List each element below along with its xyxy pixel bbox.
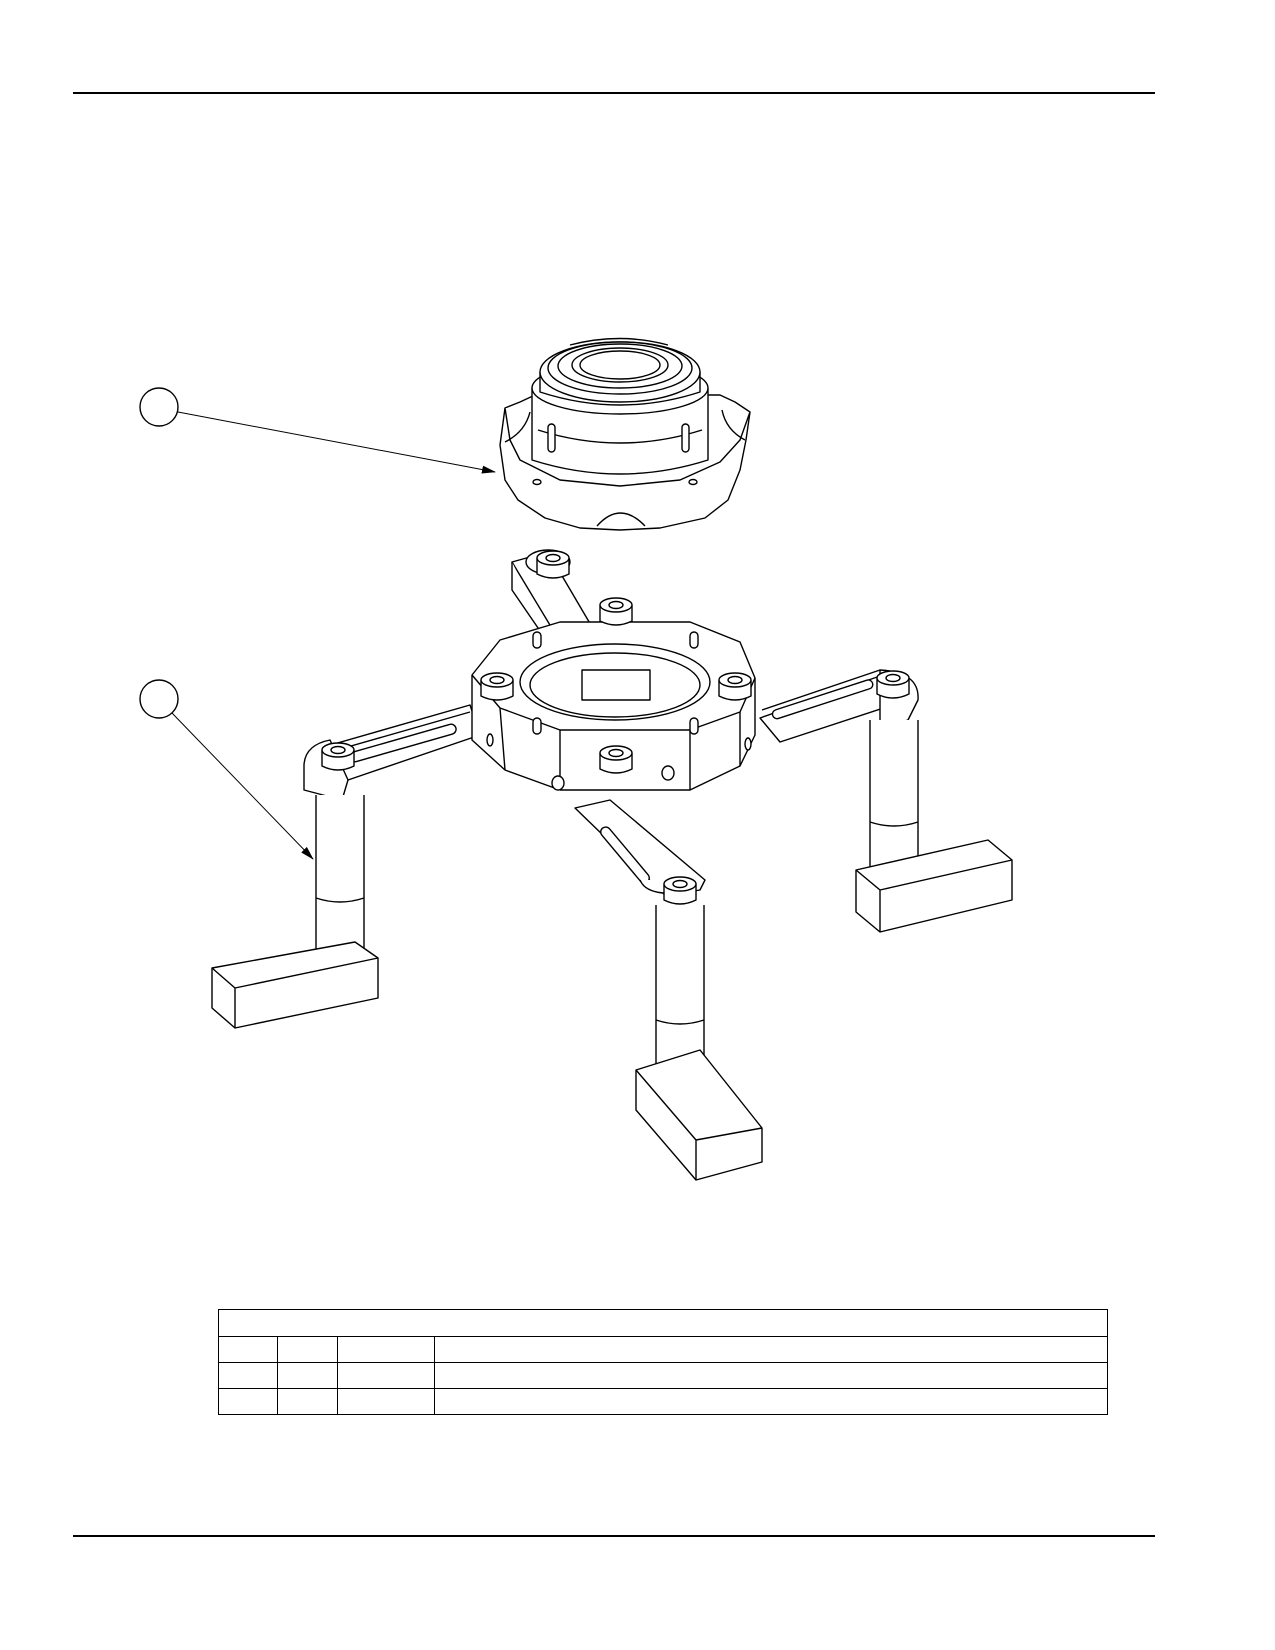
column-header — [218, 1336, 278, 1363]
table-row — [218, 1362, 1108, 1389]
table-cell — [337, 1388, 435, 1415]
column-header — [337, 1336, 435, 1363]
table-cell — [218, 1388, 278, 1415]
cap-screws — [321, 550, 910, 905]
parts-list-table — [218, 1309, 1108, 1415]
column-header — [277, 1336, 338, 1363]
table-cell — [434, 1362, 1108, 1389]
parts-table-header-row — [218, 1336, 1108, 1363]
callout-2 — [139, 679, 314, 860]
leg-right — [855, 720, 1013, 933]
stand-assembly — [211, 549, 1013, 1181]
leg-front — [635, 905, 763, 1181]
flanged-housing — [499, 337, 751, 531]
parts-table-title — [218, 1309, 1108, 1337]
leg-left — [211, 795, 379, 1029]
column-header — [434, 1336, 1108, 1363]
table-cell — [337, 1362, 435, 1389]
table-row — [218, 1388, 1108, 1415]
table-cell — [277, 1388, 338, 1415]
table-cell — [277, 1362, 338, 1389]
table-cell — [218, 1362, 278, 1389]
top-rule — [73, 92, 1155, 94]
callout-1 — [139, 387, 496, 474]
bottom-rule — [73, 1535, 1155, 1537]
table-cell — [434, 1388, 1108, 1415]
